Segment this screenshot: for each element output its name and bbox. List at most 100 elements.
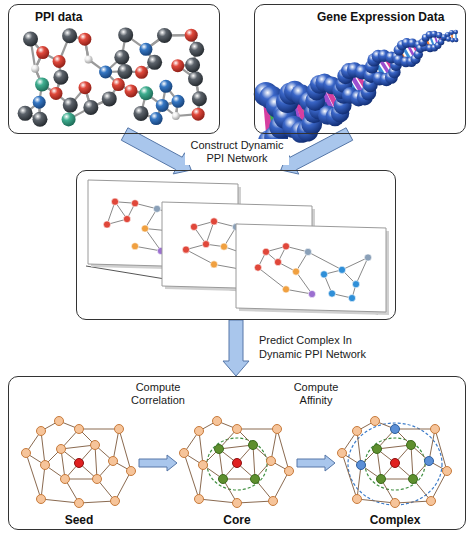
protein-node bbox=[215, 445, 224, 454]
protein-node bbox=[391, 459, 400, 468]
molecule-atom bbox=[156, 99, 169, 112]
protein-node bbox=[251, 475, 260, 484]
molecule-atom bbox=[172, 112, 180, 120]
protein-node bbox=[353, 495, 362, 504]
protein-node bbox=[219, 475, 228, 484]
snapshot-protein bbox=[292, 268, 299, 275]
snapshot-protein bbox=[364, 254, 371, 261]
input-panel: Gene Expression Data bbox=[254, 4, 466, 134]
snapshot-protein bbox=[352, 281, 359, 288]
snapshot-protein bbox=[282, 243, 289, 250]
snapshot-protein bbox=[338, 266, 345, 273]
network-edge bbox=[431, 471, 447, 501]
molecule-atom bbox=[18, 106, 33, 121]
molecule-atom bbox=[185, 57, 200, 72]
network-edge bbox=[377, 445, 411, 449]
network-stage: Complex bbox=[335, 415, 455, 527]
network-edge bbox=[184, 453, 199, 499]
network-edge bbox=[61, 445, 95, 449]
network-edge bbox=[357, 499, 395, 503]
network-edge bbox=[357, 465, 361, 499]
molecule-atom bbox=[172, 95, 185, 108]
molecule-atom bbox=[83, 100, 98, 115]
protein-node bbox=[407, 441, 416, 450]
protein-node bbox=[409, 475, 418, 484]
protein-node bbox=[285, 467, 294, 476]
protein-node bbox=[373, 445, 382, 454]
protein-node bbox=[269, 497, 278, 506]
snapshot-protein bbox=[320, 271, 327, 278]
molecule-atom bbox=[33, 96, 46, 109]
protein-node bbox=[41, 461, 50, 470]
molecule-atom bbox=[99, 66, 112, 79]
snapshot-protein bbox=[308, 290, 315, 297]
protein-node bbox=[93, 475, 102, 484]
molecule-atom bbox=[114, 50, 129, 65]
stage-label: Seed bbox=[65, 513, 94, 527]
molecule-atom bbox=[125, 84, 138, 97]
stage-label: Complex bbox=[370, 513, 421, 527]
step-label-box: Construct Dynamic PPI Network bbox=[185, 139, 289, 166]
protein-node bbox=[199, 461, 208, 470]
protein-node bbox=[431, 425, 440, 434]
protein-node bbox=[195, 427, 204, 436]
molecule-atom bbox=[62, 112, 76, 126]
snapshot-frame bbox=[236, 224, 386, 312]
snapshot-edge bbox=[286, 289, 312, 294]
protein-node bbox=[338, 449, 347, 458]
input-panel: PPI data bbox=[8, 4, 220, 134]
network-edge bbox=[79, 429, 119, 430]
network-edge bbox=[395, 429, 435, 430]
network-edge bbox=[435, 429, 447, 471]
flow-arrow bbox=[139, 455, 177, 471]
network-edge bbox=[395, 501, 431, 503]
molecule-atom bbox=[117, 64, 132, 79]
network-stage: Core bbox=[177, 415, 297, 527]
panel-heading: PPI data bbox=[35, 10, 82, 24]
protein-node bbox=[249, 441, 258, 450]
network-edge bbox=[119, 429, 131, 471]
molecule-atom bbox=[192, 91, 207, 106]
step-label: Construct Dynamic PPI Network bbox=[185, 139, 289, 165]
panel-heading: Gene Expression Data bbox=[317, 10, 444, 24]
molecule-atom bbox=[85, 56, 93, 64]
dna-sphere bbox=[454, 30, 458, 34]
snapshot-protein bbox=[111, 198, 118, 205]
molecule-atom bbox=[150, 112, 163, 125]
network-edge bbox=[199, 499, 237, 503]
network-edge bbox=[41, 431, 45, 465]
protein-node bbox=[353, 427, 362, 436]
snapshot-protein bbox=[103, 221, 110, 228]
snapshot-protein bbox=[131, 243, 138, 250]
network-edge bbox=[41, 499, 79, 503]
protein-node bbox=[443, 467, 452, 476]
network-edge bbox=[253, 445, 255, 479]
network-edge bbox=[26, 453, 41, 499]
protein-node bbox=[357, 461, 366, 470]
snapshot-protein bbox=[131, 200, 138, 207]
molecule-atom bbox=[31, 65, 39, 73]
snapshot-protein bbox=[262, 248, 269, 255]
flow-arrow bbox=[121, 128, 191, 174]
molecule-atom bbox=[157, 28, 172, 43]
snapshot-edge bbox=[135, 246, 161, 251]
snapshot-protein bbox=[123, 215, 130, 222]
flow-arrow bbox=[297, 455, 335, 471]
molecule-atom bbox=[159, 80, 172, 93]
molecule-atom bbox=[192, 108, 205, 121]
snapshot-edge bbox=[145, 229, 161, 251]
prediction-panel: Seed CoreComplex bbox=[8, 376, 466, 530]
snapshot-protein bbox=[210, 261, 217, 268]
protein-node bbox=[109, 457, 118, 466]
snapshot-protein bbox=[190, 223, 197, 230]
protein-node bbox=[37, 495, 46, 504]
network-edge bbox=[41, 465, 45, 499]
protein-node bbox=[37, 427, 46, 436]
molecule-atom bbox=[35, 78, 49, 92]
protein-node bbox=[91, 441, 100, 450]
molecule-atom bbox=[49, 87, 62, 100]
protein-node bbox=[391, 425, 400, 434]
core-boundary bbox=[207, 438, 267, 490]
protein-node bbox=[127, 467, 136, 476]
